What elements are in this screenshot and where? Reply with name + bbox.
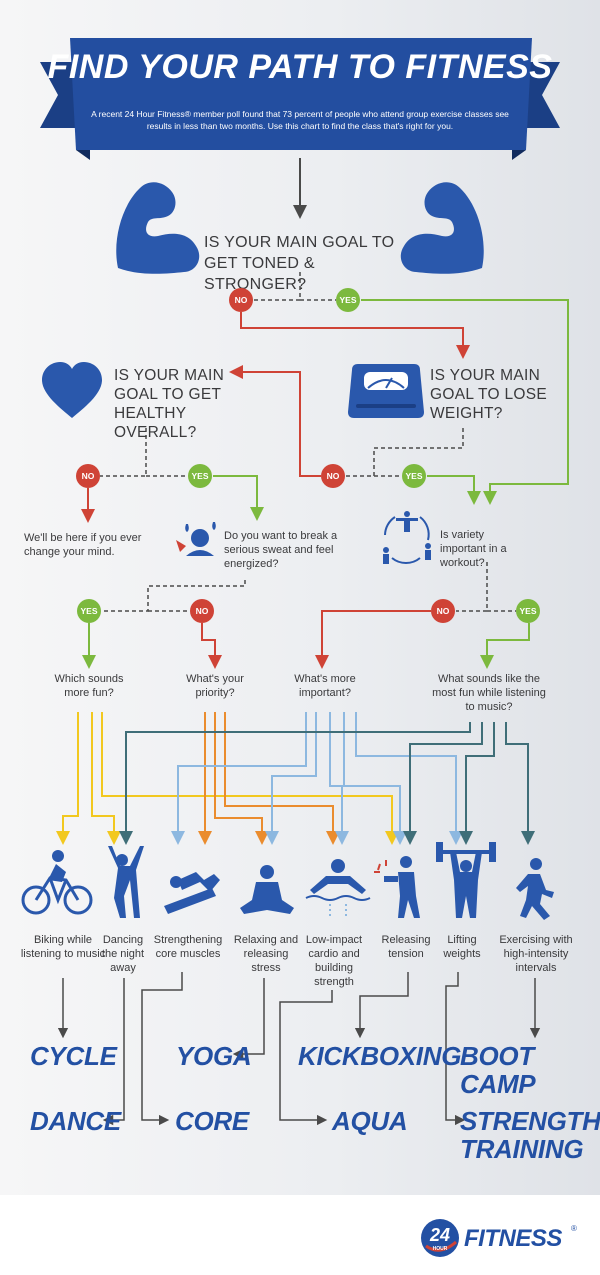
class-connectors <box>57 972 541 1126</box>
question-break-sweat: Do you want to break a serious sweat and… <box>224 530 338 570</box>
swimmer-icon <box>305 859 371 918</box>
answer-no-pill: NO <box>190 599 214 623</box>
option-releasing-tension: Releasing tension <box>381 934 431 960</box>
option-hiit: Exercising with high-intensity intervals <box>499 934 573 974</box>
question-variety: Is variety important in a workout? <box>440 529 507 569</box>
dead-end-message: We'll be here if you ever change your mi… <box>24 532 142 558</box>
runner-icon <box>516 858 554 920</box>
class-cycle: CYCLE <box>30 1041 117 1071</box>
class-strength-training: STRENGTH TRAINING <box>460 1106 600 1164</box>
answer-no-pill: NO <box>76 464 100 488</box>
option-core: Strengthening core muscles <box>153 934 223 960</box>
scale-icon <box>348 364 424 418</box>
class-aqua: AQUA <box>332 1106 408 1136</box>
option-biking: Biking while listening to music <box>20 934 106 960</box>
option-relaxing: Relaxing and releasing stress <box>233 934 299 974</box>
question-more-important: What's more important? <box>294 673 356 699</box>
sweating-person-icon <box>176 522 216 556</box>
answer-no-pill: NO <box>229 288 253 312</box>
logo-name: FITNESS <box>464 1225 562 1252</box>
answer-yes-pill: YES <box>516 599 540 623</box>
meditation-icon <box>240 865 294 914</box>
logo-hour: HOUR <box>432 1246 448 1252</box>
page-title: FIND YOUR PATH TO FITNESS <box>47 48 553 86</box>
class-kickboxing: KICKBOXING <box>298 1041 462 1071</box>
weightlifter-icon <box>436 842 496 918</box>
logo-registered: ® <box>571 1224 577 1233</box>
kickboxer-icon <box>374 856 420 918</box>
answer-yes-pill: YES <box>77 599 101 623</box>
answer-no-pill: NO <box>321 464 345 488</box>
logo-badge <box>421 1219 459 1257</box>
core-exercise-icon <box>164 872 220 914</box>
flexed-arm-right-icon <box>400 182 484 274</box>
variety-workout-icon <box>383 511 431 565</box>
option-low-impact: Low-impact cardio and building strength <box>305 934 363 988</box>
option-connectors <box>56 712 535 845</box>
cyclist-icon <box>21 850 93 915</box>
brand-logo: 24 HOUR FITNESS ® <box>420 1216 580 1260</box>
flexed-arm-left-icon <box>116 182 200 274</box>
question-priority: What's your priority? <box>186 673 244 699</box>
class-dance: DANCE <box>30 1106 121 1136</box>
class-yoga: YOGA <box>176 1041 252 1071</box>
option-lifting: Lifting weights <box>443 934 481 960</box>
question-which-more-fun: Which sounds more fun? <box>54 673 124 699</box>
heart-icon <box>42 362 102 418</box>
question-healthy-overall: IS YOUR MAIN GOAL TO GET HEALTHY OVERALL… <box>114 367 225 441</box>
dancer-icon <box>108 846 144 918</box>
logo-number: 24 <box>429 1225 451 1245</box>
option-dancing: Dancing the night away <box>101 934 145 974</box>
answer-yes-pill: YES <box>336 288 360 312</box>
answer-no-pill: NO <box>431 599 455 623</box>
class-core: CORE <box>175 1106 249 1136</box>
question-toned-stronger: IS YOUR MAIN GOAL TO GET TONED & STRONGE… <box>204 234 395 293</box>
answer-yes-pill: YES <box>402 464 426 488</box>
answer-yes-pill: YES <box>188 464 212 488</box>
intro-text: A recent 24 Hour Fitness® member poll fo… <box>91 109 509 131</box>
title-banner <box>40 38 560 160</box>
class-boot-camp: BOOT CAMP <box>460 1041 536 1099</box>
question-music-fun: What sounds like the most fun while list… <box>432 673 546 713</box>
question-lose-weight: IS YOUR MAIN GOAL TO LOSE WEIGHT? <box>430 367 548 422</box>
